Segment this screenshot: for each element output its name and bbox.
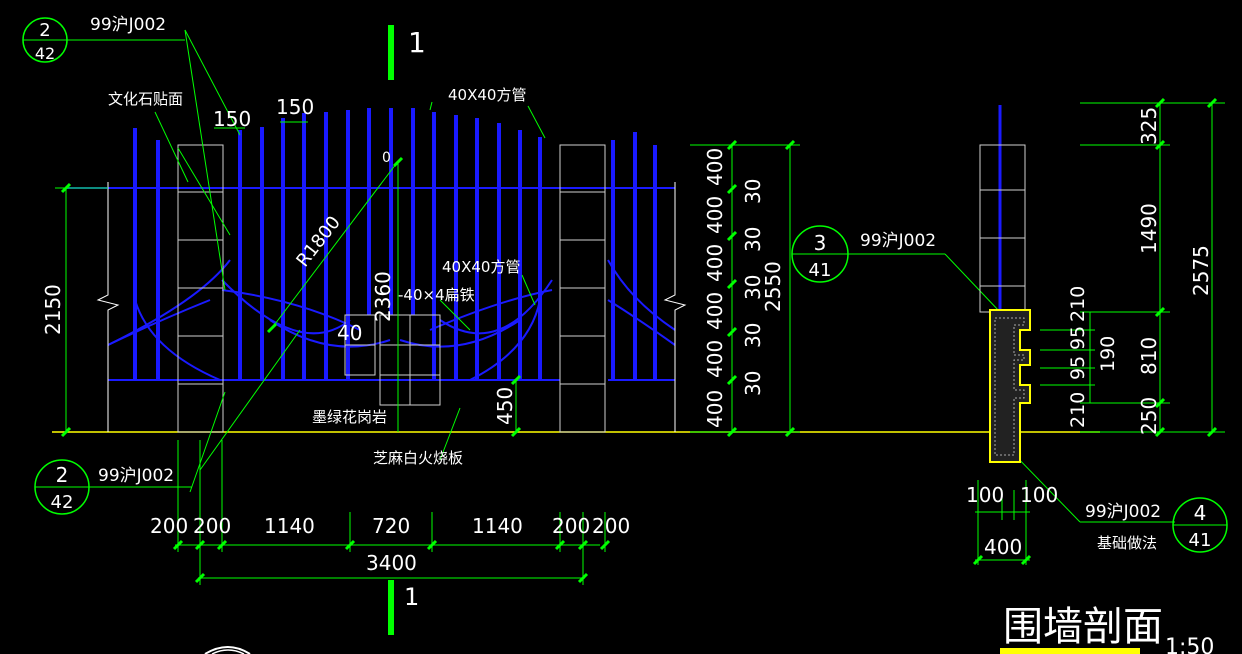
detail-ref-2-code: 99沪J002 bbox=[860, 231, 936, 251]
detail-ref-3-bottom: 42 bbox=[51, 492, 74, 513]
dim-bottom-seg-6: 200 bbox=[552, 514, 590, 538]
dim-bar-spacing-b: 150 bbox=[276, 95, 314, 119]
dim-arch-height: 2360 bbox=[371, 271, 395, 322]
detail-ref-4-top: 4 bbox=[1194, 501, 1207, 525]
dim-inner-4: 210 bbox=[1067, 392, 1089, 428]
tube-top-label: 40X40方管 bbox=[448, 86, 526, 104]
dim-bottom-seg-3: 1140 bbox=[264, 514, 315, 538]
dim-bottom-seg-7: 200 bbox=[592, 514, 630, 538]
dim-pillar-6: 30 bbox=[741, 275, 765, 300]
detail-ref-2-bottom: 41 bbox=[809, 260, 832, 281]
dim-bottom-seg-1: 200 bbox=[150, 514, 188, 538]
granite-center-panel bbox=[344, 314, 441, 406]
detail-ref-2-top: 3 bbox=[814, 231, 827, 255]
dim-inner-3: 95 bbox=[1067, 356, 1089, 380]
dimension-ticks bbox=[60, 97, 1218, 584]
foundation-label: 基础做法 bbox=[1097, 534, 1157, 552]
detail-ref-3-code: 99沪J002 bbox=[98, 466, 174, 486]
dim-pillar-9: 400 bbox=[703, 340, 727, 378]
dim-bar-spacing-a: 150 bbox=[213, 107, 251, 131]
dim-right-2: 1490 bbox=[1137, 203, 1161, 254]
fire-board-label: 芝麻白火烧板 bbox=[373, 449, 463, 467]
dim-inner-1: 210 bbox=[1067, 286, 1089, 322]
stone-facing-label: 文化石贴面 bbox=[108, 90, 183, 108]
break-lines bbox=[96, 182, 687, 432]
detail-ref-3: 2 42 99沪J002 bbox=[34, 459, 192, 515]
granite-label: 墨绿花岗岩 bbox=[312, 408, 387, 426]
dim-pillar-7: 400 bbox=[703, 292, 727, 330]
title-scale: 1:50 bbox=[1165, 635, 1214, 654]
title-text: 围墙剖面 bbox=[1003, 604, 1163, 650]
section-marker-top-label: 1 bbox=[408, 26, 426, 59]
dim-pillar-8: 30 bbox=[741, 323, 765, 348]
dim-total-width: 3400 bbox=[366, 551, 417, 575]
dim-base-width: 400 bbox=[984, 535, 1022, 559]
detail-ref-1-bottom: 42 bbox=[35, 44, 55, 63]
dim-base-part-2: 100 bbox=[1020, 483, 1058, 507]
section-cut-marker: 1 1 bbox=[388, 25, 426, 635]
drawing-title: 围墙剖面 1:50 bbox=[1000, 604, 1214, 654]
detail-ref-4: 4 41 99沪J002 bbox=[1085, 497, 1228, 553]
dim-right-1: 325 bbox=[1137, 107, 1161, 145]
fence-bars bbox=[133, 108, 657, 380]
dim-square-size: 40 bbox=[337, 321, 362, 345]
dim-pillar-11: 400 bbox=[703, 390, 727, 428]
fence-rails bbox=[65, 187, 676, 381]
dim-bottom-seg-2: 200 bbox=[193, 514, 231, 538]
dim-inner-190: 190 bbox=[1097, 336, 1119, 372]
dim-inner-2: 95 bbox=[1067, 326, 1089, 350]
detail-ref-2: 3 41 99沪J002 bbox=[791, 225, 936, 283]
dim-right-total: 2575 bbox=[1189, 245, 1213, 296]
detail-ref-4-bottom: 41 bbox=[1189, 530, 1212, 551]
dim-pillar-5: 400 bbox=[703, 244, 727, 282]
dim-pillar-2: 30 bbox=[741, 179, 765, 204]
dim-right-4: 250 bbox=[1137, 397, 1161, 435]
detail-ref-1-code: 99沪J002 bbox=[90, 15, 166, 35]
tube-mid-label: 40X40方管 bbox=[442, 258, 520, 276]
left-pillar bbox=[177, 144, 224, 433]
dim-right-3: 810 bbox=[1137, 337, 1161, 375]
dim-pillar-3: 400 bbox=[703, 196, 727, 234]
dim-bottom-seg-5: 1140 bbox=[472, 514, 523, 538]
detail-ref-1: 2 42 99沪J002 bbox=[22, 15, 185, 63]
dim-base-height: 450 bbox=[493, 387, 517, 425]
dim-pillar-1: 400 bbox=[703, 148, 727, 186]
detail-ref-1-top: 2 bbox=[39, 20, 50, 41]
section-profile bbox=[989, 309, 1031, 463]
right-pillar bbox=[559, 144, 606, 433]
dim-pillar-total: 2550 bbox=[761, 261, 785, 312]
detail-ref-4-code: 99沪J002 bbox=[1085, 502, 1161, 522]
dim-base-part-1: 100 bbox=[966, 483, 1004, 507]
wall-section bbox=[979, 105, 1031, 463]
dimension-lines bbox=[55, 29, 1225, 585]
zero-label: 0 bbox=[382, 150, 391, 166]
section-marker-bottom-label: 1 bbox=[404, 583, 419, 611]
dim-bottom-seg-4: 720 bbox=[372, 514, 410, 538]
flat-iron-label: -40×4扁铁 bbox=[398, 286, 475, 304]
detail-ref-3-top: 2 bbox=[56, 463, 69, 487]
north-arrow-icon bbox=[204, 646, 251, 654]
dim-pillar-10: 30 bbox=[741, 371, 765, 396]
dim-pillar-4: 30 bbox=[741, 227, 765, 252]
dim-overall-height: 2150 bbox=[41, 284, 65, 335]
